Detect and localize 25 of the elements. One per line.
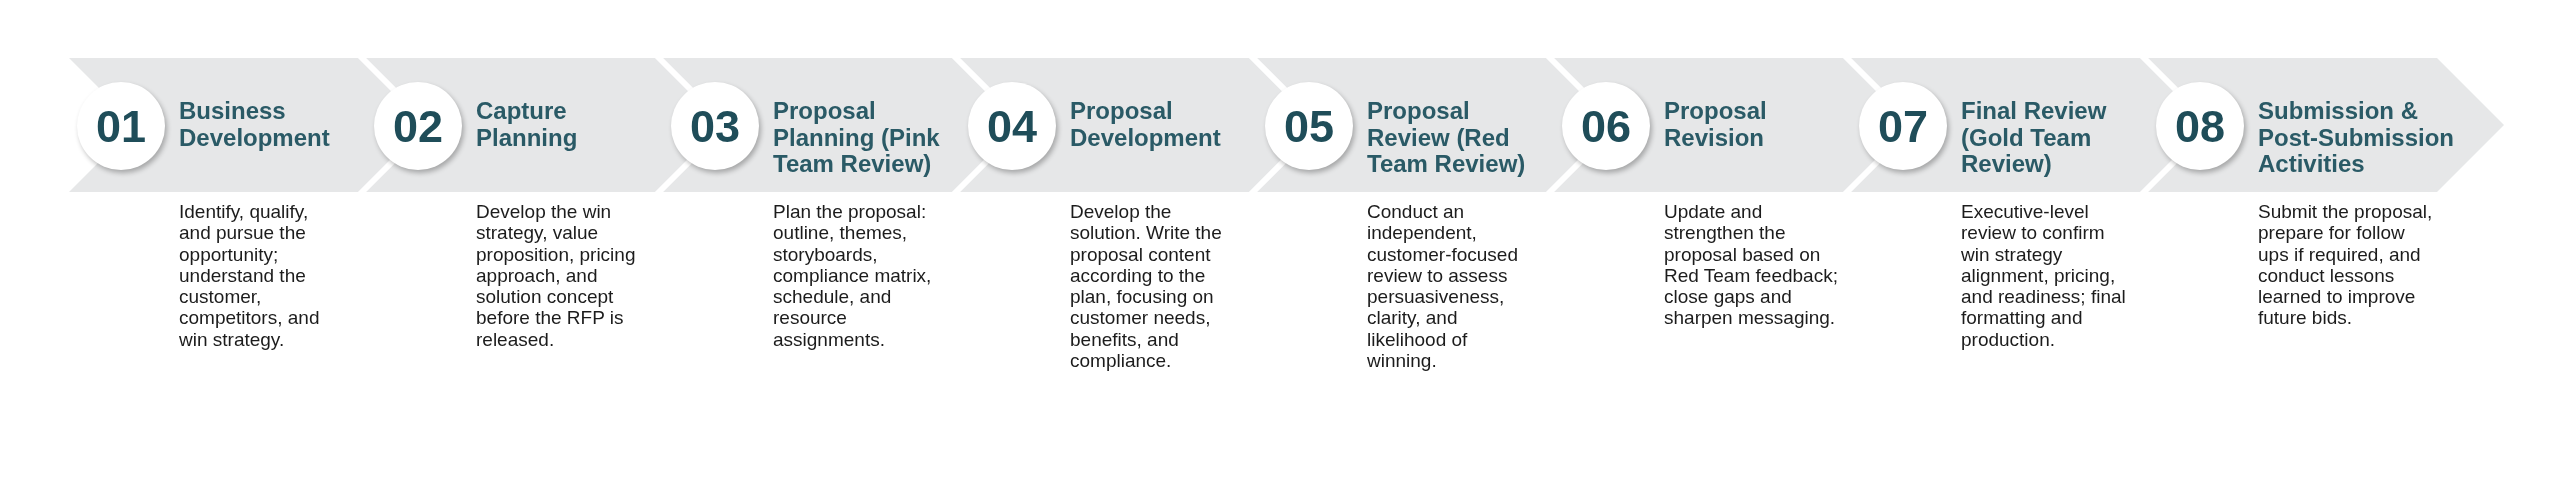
step-number: 03 xyxy=(689,103,741,149)
chevron-step xyxy=(69,58,370,192)
step-title: Proposal Review (Red Team Review) xyxy=(1367,98,1527,178)
step-description: Identify, qualify, and pursue the opportunity; understand the customer, competitors, and win strategy. xyxy=(179,201,321,351)
step-number: 08 xyxy=(2174,103,2226,149)
step-number: 05 xyxy=(1283,103,1335,149)
step-title: Proposal Revision xyxy=(1664,98,1768,151)
step-title: Submission & Post-Submission Activities xyxy=(2258,98,2456,178)
step-title: Capture Planning xyxy=(476,98,579,151)
step-title: Final Review (Gold Team Review) xyxy=(1961,98,2108,178)
step-number: 01 xyxy=(95,103,147,149)
step-number: 07 xyxy=(1877,103,1929,149)
step-number: 04 xyxy=(986,103,1038,149)
step-title: Proposal Planning (Pink Team Review) xyxy=(773,98,941,178)
step-description: Plan the proposal: outline, themes, storyboards, compliance matrix, schedule, and resource assignments. xyxy=(773,201,933,351)
step-description: Develop the solution. Write the proposal content according to the plan, focusing on customer needs, benefits, and compliance. xyxy=(1070,201,1223,372)
step-description: Develop the win strategy, value proposition, pricing approach, and solution concept before the RFP is released. xyxy=(476,201,637,351)
step-description: Executive-level review to confirm win strategy alignment, pricing, and readiness; final formatting and production. xyxy=(1961,201,2127,351)
step-description: Conduct an independent, customer-focused review to assess persuasiveness, clarity, and likelihood of winning. xyxy=(1367,201,1519,372)
step-title: Business Development xyxy=(179,98,331,151)
step-number: 06 xyxy=(1580,103,1632,149)
step-description: Update and strengthen the proposal based on Red Team feedback; close gaps and sharpen messaging. xyxy=(1664,201,1839,329)
step-title: Proposal Development xyxy=(1070,98,1222,151)
step-description: Submit the proposal, prepare for follow ups if required, and conduct lessons learned to improve future bids. xyxy=(2258,201,2434,329)
step-number: 02 xyxy=(392,103,444,149)
